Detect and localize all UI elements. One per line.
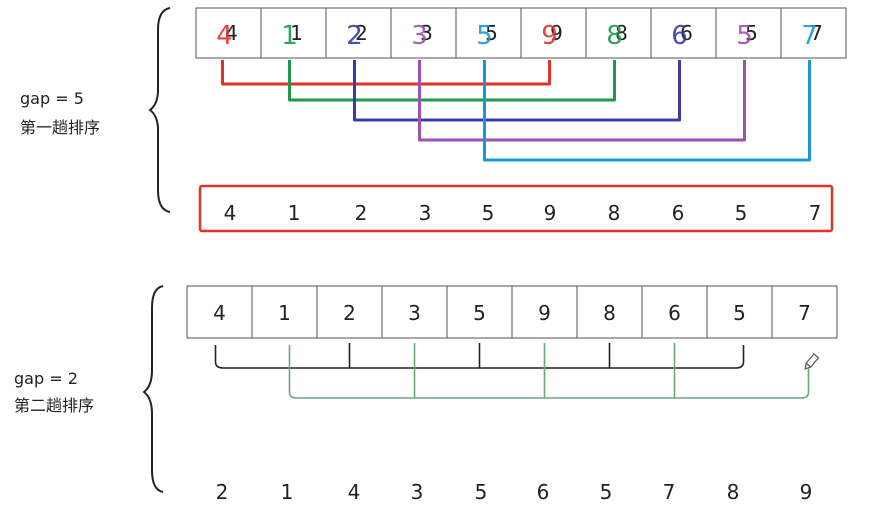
pass2-result-value: 3 [411, 480, 424, 504]
pass2-cell-value: 4 [213, 301, 226, 325]
pass1-title: 第一趟排序 [20, 118, 100, 137]
pass2-cell [316, 285, 383, 339]
pass2-result-value: 8 [727, 480, 740, 504]
pass1-gap-label: gap = 5 [20, 89, 84, 108]
pass2-result-row: 2 1 4 3 5 6 5 7 8 9 [216, 480, 813, 504]
pass2-cell-value: 5 [733, 301, 746, 325]
pass2-cell-value: 2 [343, 301, 356, 325]
pass2-cell-value: 9 [538, 301, 551, 325]
pass1-cell-value: 7 [810, 21, 823, 45]
pass2-result-value: 9 [800, 480, 813, 504]
pass1-connector [353, 60, 681, 122]
pass2-cell-value: 8 [603, 301, 616, 325]
pass2-connector-odd [288, 345, 810, 399]
pass2-cell-value: 7 [798, 301, 811, 325]
pass2-array: 4 1 2 3 5 9 8 6 5 7 [186, 285, 838, 339]
pass1-result-value: 1 [288, 201, 301, 225]
pass1-cell-value: 5 [485, 21, 498, 45]
pass1-handwritten-digit: 6 [671, 21, 688, 51]
brace-pass2 [142, 285, 164, 493]
pass1-cell-value: 4 [225, 21, 238, 45]
pass2-result-value: 2 [216, 480, 229, 504]
pass1-result-value: 9 [544, 201, 557, 225]
pass1-handwritten-digit: 5 [736, 21, 753, 51]
pass2-cell [186, 285, 253, 339]
pass1-cell [650, 7, 717, 59]
pass1-result-value: 4 [224, 201, 237, 225]
pass1-cell-value: 5 [745, 21, 758, 45]
pass1-handwritten-digit: 4 [216, 21, 233, 51]
pass1-connector [418, 60, 746, 142]
pass1-connector [483, 60, 811, 162]
pass1-result-row: 4 1 2 3 5 9 8 6 5 7 [224, 201, 822, 225]
pass1-result-highlight [198, 184, 834, 233]
pass2-cell [771, 285, 838, 339]
pass2-result-value: 1 [281, 480, 294, 504]
pass1-cell [715, 7, 782, 59]
pass1-cell-value: 6 [680, 21, 693, 45]
pass1-result-value: 3 [419, 201, 432, 225]
pass1-cell-value: 8 [615, 21, 628, 45]
pass2-cell [511, 285, 578, 339]
pass2-cell-value: 6 [668, 301, 681, 325]
pass1-handwritten-digits: 4 1 2 3 5 9 8 6 5 7 [216, 21, 818, 51]
pass1-cell [455, 7, 522, 59]
pass1-cell [780, 7, 847, 59]
pass2-cell-value: 5 [473, 301, 486, 325]
pass2-cell [446, 285, 513, 339]
pass1-handwritten-digit: 2 [346, 21, 363, 51]
pass1-cell-value: 9 [550, 21, 563, 45]
pass2-cell-value: 1 [278, 301, 291, 325]
pass2-cell [576, 285, 643, 339]
pass1-result-value: 5 [482, 201, 495, 225]
pass2-result-value: 7 [663, 480, 676, 504]
pass2-title: 第二趟排序 [14, 396, 94, 415]
pass2-result-value: 4 [348, 480, 361, 504]
pass1-handwritten-digit: 9 [541, 21, 558, 51]
pass1-cell-value: 1 [290, 21, 303, 45]
pass1-group-connectors [221, 60, 811, 162]
pass2-gap-label: gap = 2 [14, 369, 78, 388]
pass1-cell [325, 7, 392, 59]
pass2-group-connectors [214, 343, 810, 399]
pass2-cell-value: 3 [408, 301, 421, 325]
pass1-handwritten-digit: 8 [606, 21, 623, 51]
pass1-cell [195, 7, 262, 59]
pass2-result-value: 5 [600, 480, 613, 504]
pass2-cell [641, 285, 708, 339]
pass1-connector [288, 60, 616, 102]
pass1-cell-value: 2 [355, 21, 368, 45]
pass2-cell [251, 285, 318, 339]
pass1-array: 4 1 2 3 5 9 8 6 5 7 [195, 7, 847, 59]
pass1-cell [585, 7, 652, 59]
pass1-connector [221, 60, 551, 86]
pass1-result-value: 8 [608, 201, 621, 225]
pass1-cell [260, 7, 327, 59]
pass1-cell-value: 3 [420, 21, 433, 45]
pass1-handwritten-digit: 3 [411, 21, 428, 51]
brace-pass1 [148, 7, 171, 213]
pencil-icon [804, 353, 820, 370]
pass1-result-value: 7 [809, 201, 822, 225]
pass2-result-value: 6 [537, 480, 550, 504]
pass2-cell [706, 285, 773, 339]
pass1-handwritten-digit: 5 [476, 21, 493, 51]
pass1-handwritten-digit: 1 [281, 21, 298, 51]
pass1-handwritten-digit: 7 [801, 21, 818, 51]
pass1-result-value: 2 [355, 201, 368, 225]
pass2-result-value: 5 [475, 480, 488, 504]
pass1-result-value: 6 [672, 201, 685, 225]
pass1-result-value: 5 [735, 201, 748, 225]
